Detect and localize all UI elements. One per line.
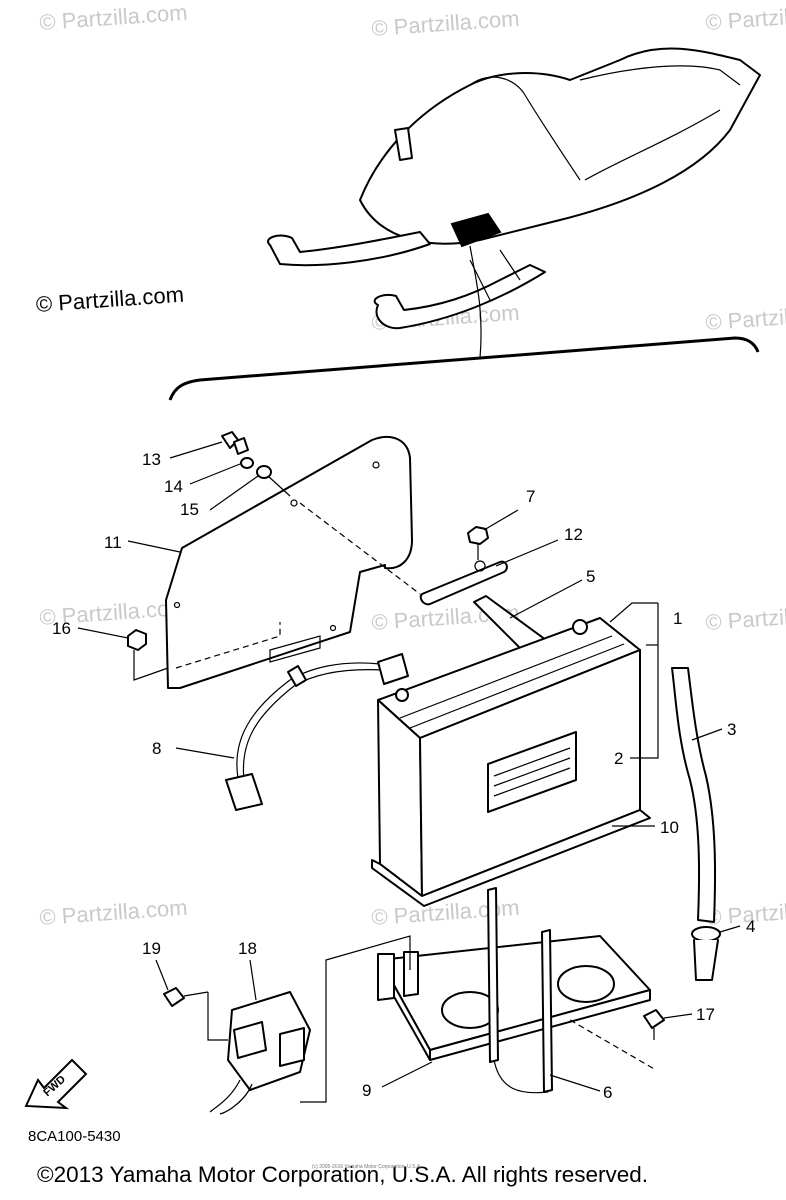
callout-17: 17: [696, 1005, 715, 1024]
callout-7: 7: [526, 487, 535, 506]
diagram-code: 8CA100-5430: [28, 1128, 121, 1145]
callout-1: 1: [673, 609, 682, 628]
callout-2: 2: [614, 749, 623, 768]
section-divider: [168, 336, 760, 401]
callout-14: 14: [164, 477, 183, 496]
nut-7: [467, 526, 489, 545]
bolt-19: [163, 987, 185, 1007]
callout-8: 8: [152, 739, 161, 758]
watermark: © Partzilla.com: [705, 0, 786, 35]
washer-14: [240, 457, 254, 469]
breather-hose-3: [671, 667, 717, 923]
nut-16: [127, 629, 147, 651]
fwd-arrow-icon: FWD: [24, 1058, 88, 1110]
washer-15: [256, 465, 272, 479]
callout-5: 5: [586, 567, 595, 586]
callout-10: 10: [660, 818, 679, 837]
copyright-notice: ©2013 Yamaha Motor Corporation, U.S.A. A…: [37, 1162, 649, 1187]
callout-4: 4: [746, 917, 755, 936]
bolt-17: [643, 1009, 665, 1029]
snowmobile-overview: [267, 47, 761, 359]
battery-cover: [165, 435, 413, 689]
callout-18: 18: [238, 939, 257, 958]
relay-18: [209, 991, 311, 1115]
leader-lines: [77, 441, 741, 1092]
watermark: © Partzilla.com: [371, 6, 521, 41]
callout-9: 9: [362, 1081, 371, 1100]
callout-19: 19: [142, 939, 161, 958]
callouts: 1 2 3 4 5 6 7 8 9 10 11 12 13 14 15 16 1…: [52, 450, 755, 1102]
tiny-credit: (c) 2005-2016 Yamaha Motor Corporation, …: [312, 1164, 422, 1170]
hose-clamp-4: [691, 926, 721, 942]
callout-6: 6: [603, 1083, 612, 1102]
bracket-rods-6: [487, 887, 553, 1094]
callout-11: 11: [104, 533, 122, 552]
watermark: © Partzilla.com: [705, 600, 786, 635]
lead-8: [225, 653, 409, 811]
watermark: © Partzilla.com: [39, 0, 189, 35]
callout-15: 15: [180, 500, 199, 519]
watermark: © Partzilla.com: [39, 895, 189, 930]
battery-box-9: [377, 935, 651, 1061]
callout-12: 12: [564, 525, 583, 544]
callout-16: 16: [52, 619, 71, 638]
watermark: © Partzilla.com: [705, 300, 786, 335]
bolt-13: [221, 431, 249, 455]
callout-13: 13: [142, 450, 161, 469]
battery-2: [371, 617, 651, 907]
callout-3: 3: [727, 720, 736, 739]
watermark: © Partzilla.com: [371, 895, 521, 930]
strap-12: [419, 544, 508, 606]
